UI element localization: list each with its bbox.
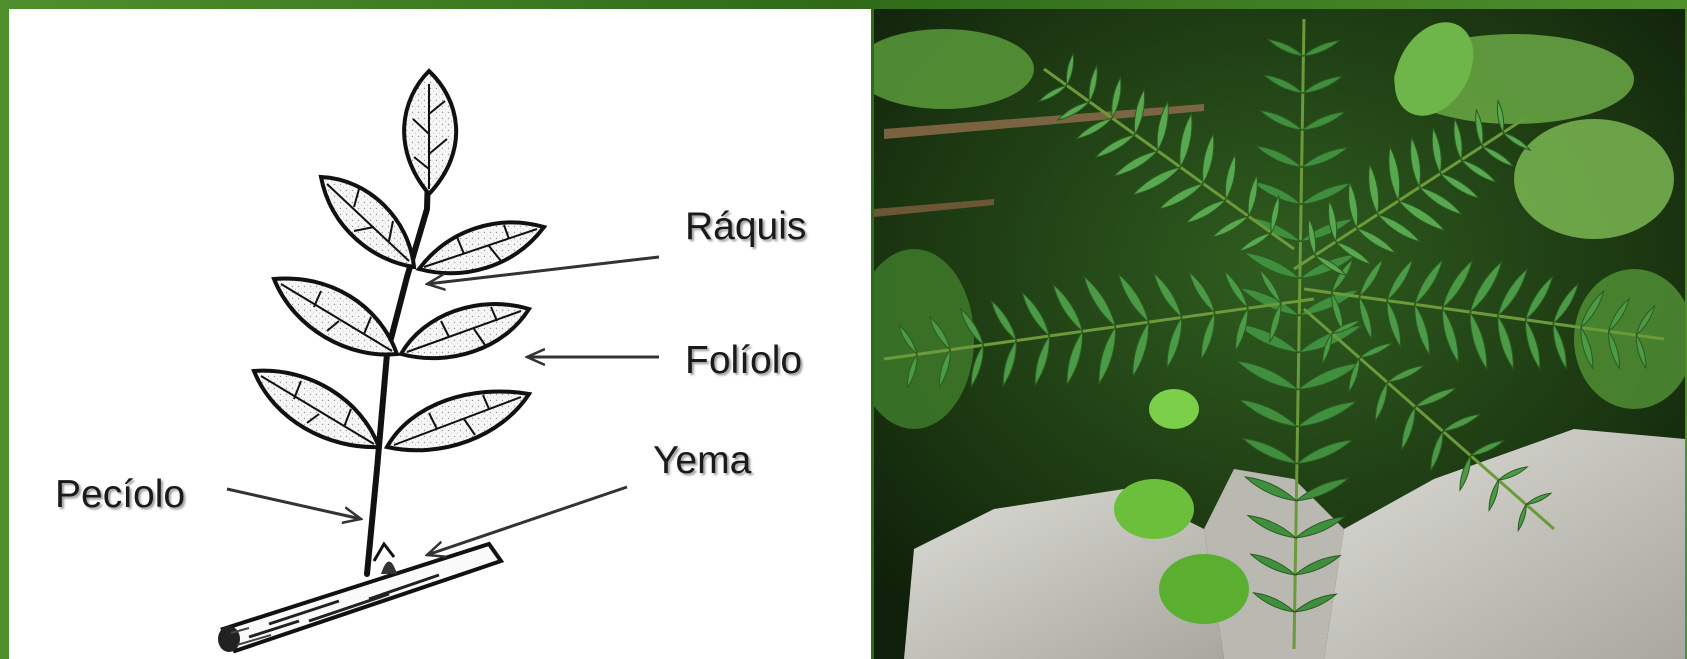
arrow-peciolo (227, 489, 361, 519)
bud (381, 562, 397, 575)
label-raquis: Ráquis (685, 205, 806, 249)
label-yema: Yema (653, 439, 751, 483)
leaflets (254, 71, 544, 450)
branch (218, 544, 501, 652)
fern-photo (874, 9, 1685, 659)
diagram-panel: Ráquis Folíolo Yema Pecíolo (9, 9, 871, 659)
label-foliolo: Folíolo (685, 339, 802, 383)
fern-photo-art (874, 9, 1685, 659)
label-peciolo: Pecíolo (55, 473, 185, 517)
compound-leaf-drawing (9, 9, 871, 659)
arrow-yema (427, 487, 627, 555)
